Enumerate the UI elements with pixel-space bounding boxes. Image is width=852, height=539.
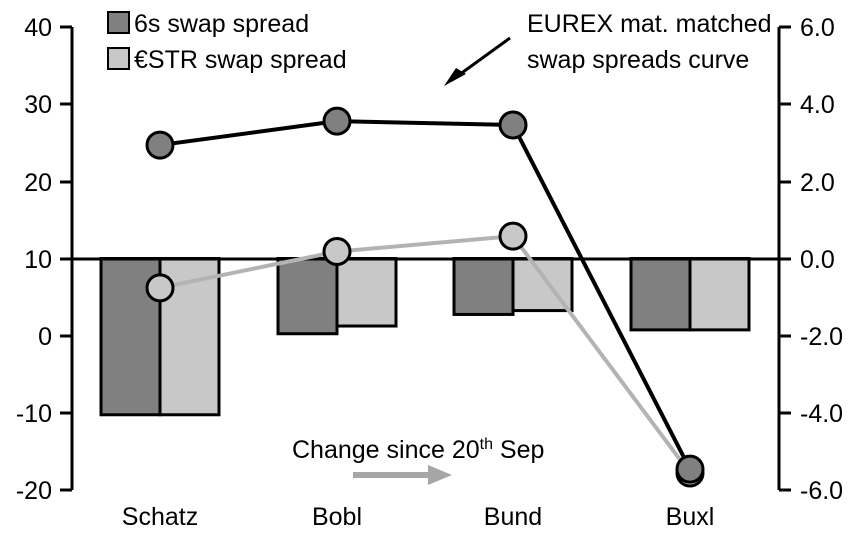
right-axis: 6.0 4.0 2.0 0.0 -2.0 -4.0 -6.0	[777, 14, 843, 505]
legend-swatch-estr-icon	[107, 47, 130, 70]
left-tick-30: 30	[24, 91, 52, 119]
right-tick-4: 4.0	[800, 91, 835, 119]
marker-eurex-bobl	[322, 106, 352, 136]
line-path-eurex	[159, 119, 692, 471]
right-tick-m2: -2.0	[800, 323, 843, 351]
legend-item-estr[interactable]: €STR swap spread	[107, 46, 347, 74]
marker-estr-bund	[498, 221, 528, 251]
right-tick-6: 6.0	[800, 14, 835, 42]
lines-layer	[145, 106, 705, 488]
right-tick-0: 0.0	[800, 246, 835, 274]
left-tick-m20: -20	[16, 477, 52, 505]
cat-label-bund: Bund	[484, 503, 542, 531]
eurex-callout-line1: EUREX mat. matched	[527, 10, 772, 38]
right-tick-m6: -6.0	[800, 477, 843, 505]
bar-bund-series1	[452, 257, 515, 316]
line-path-estr	[159, 234, 692, 475]
change-note-superscript: th	[480, 436, 493, 453]
change-note-annotation: Change since 20th Sep	[292, 436, 544, 485]
left-axis: 40 30 20 10 0 -10 -20	[16, 14, 74, 505]
left-tick-m10: -10	[16, 400, 52, 428]
marker-estr-schatz	[145, 273, 175, 303]
legend-item-6s[interactable]: 6s swap spread	[107, 10, 309, 38]
left-tick-20: 20	[24, 169, 52, 197]
change-note-before: Change since 20	[292, 436, 480, 464]
legend-swatch-6s-icon	[107, 11, 130, 34]
legend-label-6s: 6s swap spread	[134, 10, 309, 38]
legend: 6s swap spread €STR swap spread	[107, 10, 347, 74]
right-tick-m4: -4.0	[800, 400, 843, 428]
bar-buxl-series2	[688, 257, 751, 332]
x-axis-labels: Schatz Bobl Bund Buxl	[122, 503, 715, 531]
change-note-after: Sep	[493, 436, 544, 464]
cat-label-bobl: Bobl	[312, 503, 362, 531]
marker-eurex-buxl	[675, 454, 705, 484]
change-note-arrow-icon	[353, 465, 452, 485]
marker-estr-bobl	[322, 237, 352, 267]
right-tick-2: 2.0	[800, 169, 835, 197]
bar-buxl-series1	[629, 257, 692, 332]
marker-eurex-schatz	[145, 130, 175, 160]
cat-label-buxl: Buxl	[666, 503, 715, 531]
eurex-callout-arrow-icon	[444, 36, 511, 86]
left-tick-0: 0	[38, 323, 52, 351]
bar-bobl-series1	[276, 257, 339, 336]
eurex-callout-annotation: EUREX mat. matched swap spreads curve	[444, 10, 772, 86]
bar-bobl-series2	[335, 257, 398, 328]
left-tick-40: 40	[24, 14, 52, 42]
cat-label-schatz: Schatz	[122, 503, 198, 531]
left-tick-10: 10	[24, 246, 52, 274]
change-note-text: Change since 20th Sep	[292, 436, 544, 464]
legend-label-estr: €STR swap spread	[134, 46, 347, 74]
marker-eurex-bund	[498, 110, 528, 140]
eurex-callout-line2: swap spreads curve	[527, 46, 749, 74]
